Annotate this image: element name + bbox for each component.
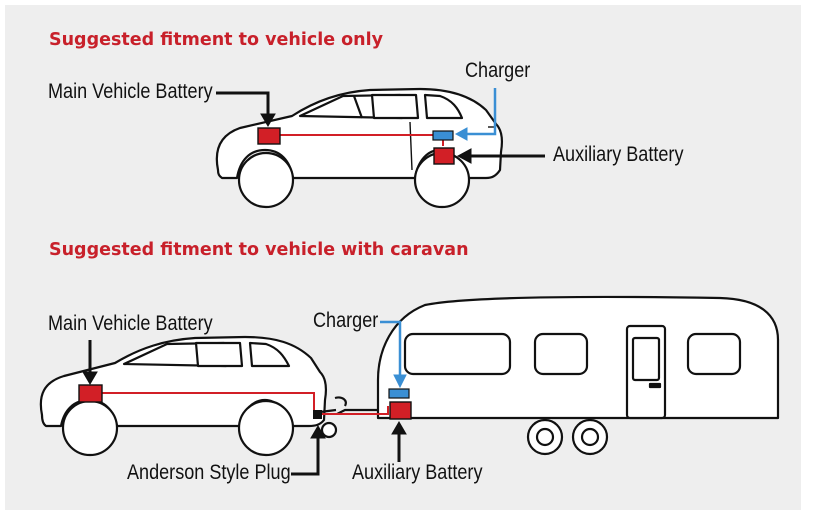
charger-icon <box>388 388 410 399</box>
car-icon <box>39 335 347 457</box>
anderson-plug-label: Anderson Style Plug <box>127 461 291 484</box>
charger-icon <box>432 130 454 141</box>
arrow-icon <box>391 421 407 462</box>
charger-label: Charger <box>465 59 531 82</box>
arrow-icon <box>454 88 497 141</box>
arrow-icon <box>216 91 276 127</box>
main-battery-label: Main Vehicle Battery <box>48 312 213 335</box>
arrow-icon <box>82 340 98 385</box>
charger-label: Charger <box>313 309 379 332</box>
battery-icon <box>78 384 103 403</box>
anderson-plug-icon <box>313 410 322 419</box>
arrow-icon <box>456 148 545 164</box>
section2-heading: Suggested fitment to vehicle with carava… <box>49 240 469 260</box>
arrow-icon <box>291 425 326 476</box>
arrow-icon <box>380 320 407 389</box>
aux-battery-label: Auxiliary Battery <box>553 143 684 166</box>
section1-heading: Suggested fitment to vehicle only <box>49 30 384 50</box>
battery-icon <box>433 147 455 165</box>
battery-icon <box>389 401 412 420</box>
aux-battery-label: Auxiliary Battery <box>352 461 483 484</box>
wire <box>102 392 389 415</box>
main-battery-label: Main Vehicle Battery <box>48 80 213 103</box>
battery-icon <box>257 127 281 145</box>
caravan-icon <box>336 295 780 456</box>
car-icon <box>215 87 504 209</box>
